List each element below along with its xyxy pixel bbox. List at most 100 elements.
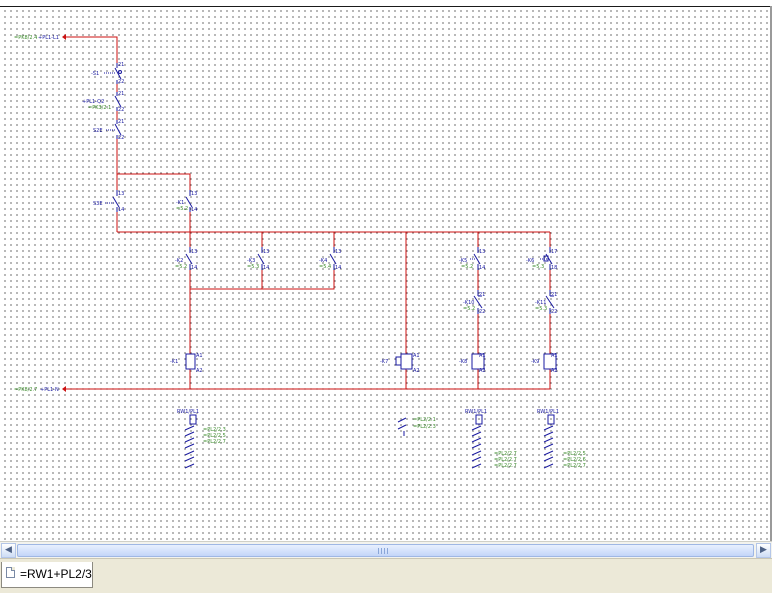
- contact-image-k8-title: RW1/PL1: [465, 409, 487, 415]
- contact-image-k7: =PL2/2.1 =PL2/2.3: [397, 417, 436, 436]
- switch-s3-pin-top: 13: [118, 191, 124, 197]
- contact-image-k1-ref-1: =PL2/2.3: [203, 427, 226, 433]
- contact-k1-bypass-ref: =5.2: [176, 206, 188, 212]
- contact-k3-label: -K3: [247, 258, 255, 264]
- l1-potential-tag: +PL1-L1: [38, 35, 59, 41]
- contact-image-k8-ref-3: =PL2/2.7: [494, 463, 517, 469]
- page-tab-label: =RW1+PL2/3: [20, 567, 92, 581]
- switch-s3[interactable]: [105, 190, 120, 212]
- n-source-ref: =PK8/2.7: [14, 387, 37, 393]
- switch-s2-label: S2E: [93, 128, 103, 134]
- coil-k8-label: -K8: [459, 359, 467, 365]
- contact-k2-ref: =5.2: [175, 264, 187, 270]
- coil-k9-pin-a1: A1: [551, 353, 558, 359]
- contact-image-k7-ref-2: =PL2/2.3: [413, 424, 436, 430]
- wire-arrows: [62, 34, 66, 392]
- contact-k5-pin-top: 13: [479, 249, 485, 255]
- contact-k1-bypass-label: -K1: [176, 200, 184, 206]
- contact-k1-bypass[interactable]: [185, 190, 193, 212]
- contact-k10-pin-bottom: 22: [479, 309, 485, 315]
- coil-k1-pin-a2: A2: [196, 368, 203, 374]
- contact-image-k8-ref-1: =PL2/2.7: [494, 451, 517, 457]
- horizontal-scrollbar[interactable]: ◀ ▶: [0, 541, 772, 559]
- coil-k8-pin-a1: A1: [479, 353, 486, 359]
- circuit-diagram[interactable]: =PK8/2.4 +PL1-L1 =PK8/2.7 +PL1-N -S1 21 …: [0, 0, 772, 541]
- contact-image-k1: RW1/PL1 =PL2/2.3 =PL2/2.5 =PL2/2.7: [177, 409, 226, 469]
- scrollbar-grip: [378, 548, 388, 554]
- coil-k7-pin-a2: A2: [413, 368, 420, 374]
- contact-k1-bypass-pin-bottom: 14: [191, 207, 197, 213]
- coil-k9[interactable]: [543, 353, 557, 370]
- contact-k11-pin-bottom: 22: [551, 309, 557, 315]
- contact-k4-ref: =5.4: [319, 264, 331, 270]
- contact-k3-ref: =5.3: [247, 264, 259, 270]
- coil-k1-label: -K1: [170, 359, 178, 365]
- contact-k6-pin-bottom: 18: [551, 265, 557, 271]
- switch-s2[interactable]: [106, 120, 122, 139]
- coil-k8[interactable]: [471, 353, 485, 370]
- contact-k10-pin-top: 21: [479, 292, 485, 298]
- contact-k1-bypass-pin-top: 13: [191, 191, 197, 197]
- contact-image-k9: RW1/PL1 =PL2/2.5 =PL2/2.6 =PL2/2.7: [537, 409, 586, 469]
- breaker-q2-pin-bottom: 22: [118, 107, 124, 113]
- switch-s3-label: S3E: [93, 201, 103, 207]
- page-tab[interactable]: =RW1+PL2/3: [1, 562, 93, 588]
- wires: [66, 36, 551, 390]
- contact-k11-ref: =5.3: [535, 306, 547, 312]
- scrollbar-thumb[interactable]: [17, 544, 754, 557]
- contact-k2[interactable]: [185, 247, 193, 270]
- n-potential-tag: +PL1-N: [40, 387, 59, 393]
- contact-k5-pin-bottom: 14: [479, 265, 485, 271]
- scroll-left-button[interactable]: ◀: [1, 543, 16, 558]
- coil-k9-pin-a2: A2: [551, 368, 558, 374]
- canvas-right-border: [770, 6, 772, 541]
- switch-s1-pin-top: 21: [118, 62, 124, 68]
- contact-k6-pin-top: 17: [551, 249, 557, 255]
- contact-k6-label: -K6: [526, 258, 534, 264]
- coil-k7-label: -K7: [380, 359, 388, 365]
- contact-image-k9-ref-2: =PL2/2.6: [563, 457, 586, 463]
- switch-s1-pin-bottom: 22: [118, 79, 124, 85]
- contact-k11-pin-top: 21: [551, 292, 557, 298]
- contact-image-k9-title: RW1/PL1: [537, 409, 559, 415]
- contact-k4-label: -K4: [319, 258, 327, 264]
- coil-k8-pin-a2: A2: [479, 368, 486, 374]
- breaker-q2-label: +PL1-Q2: [82, 99, 104, 105]
- contact-k3-pin-top: 13: [263, 249, 269, 255]
- contact-k4-pin-top: 13: [335, 249, 341, 255]
- contact-k10-ref: =5.2: [463, 306, 475, 312]
- contact-image-k7-ref-1: =PL2/2.1: [413, 417, 436, 423]
- contact-k11[interactable]: [545, 290, 555, 314]
- contact-k4[interactable]: [329, 247, 337, 270]
- switch-s1[interactable]: [104, 63, 122, 84]
- contact-image-k9-ref-1: =PL2/2.5: [563, 451, 586, 457]
- contact-image-k1-ref-3: =PL2/2.7: [203, 439, 226, 445]
- switch-s2-pin-top: 21: [118, 119, 124, 125]
- scroll-right-button[interactable]: ▶: [756, 543, 771, 558]
- contact-image-k1-ref-2: =PL2/2.5: [203, 433, 226, 439]
- contact-k10[interactable]: [473, 290, 483, 314]
- breaker-q2-ref: =PK3/2.1: [88, 105, 111, 111]
- contact-k6[interactable]: [540, 247, 553, 270]
- contact-image-k9-ref-3: =PL2/2.7: [563, 463, 586, 469]
- contact-k5[interactable]: [470, 247, 481, 270]
- coil-k1[interactable]: [185, 353, 196, 370]
- contact-k3-pin-bottom: 14: [263, 265, 269, 271]
- contact-k10-label: -K10: [463, 300, 474, 306]
- contact-k2-pin-top: 13: [191, 249, 197, 255]
- contact-k2-label: -K2: [175, 258, 183, 264]
- coil-k1-pin-a1: A1: [196, 353, 203, 359]
- schematic-canvas[interactable]: =PK8/2.4 +PL1-L1 =PK8/2.7 +PL1-N -S1 21 …: [0, 0, 772, 541]
- page-icon: [6, 567, 15, 578]
- contact-image-k8: RW1/PL1 =PL2/2.7 =PL2/2.7 =PL2/2.7: [465, 409, 517, 469]
- switch-s1-label: -S1: [91, 71, 99, 77]
- coil-k7[interactable]: [395, 353, 413, 370]
- contact-k3[interactable]: [257, 247, 265, 270]
- contact-image-k1-title: RW1/PL1: [177, 409, 199, 415]
- breaker-q2-pin-top: 21: [118, 91, 124, 97]
- contact-image-k8-ref-2: =PL2/2.7: [494, 457, 517, 463]
- page-tab-bar: =RW1+PL2/3: [0, 558, 772, 593]
- l1-source-ref: =PK8/2.4: [14, 35, 37, 41]
- breaker-q2[interactable]: [114, 92, 122, 111]
- coil-k9-label: -K9: [531, 359, 539, 365]
